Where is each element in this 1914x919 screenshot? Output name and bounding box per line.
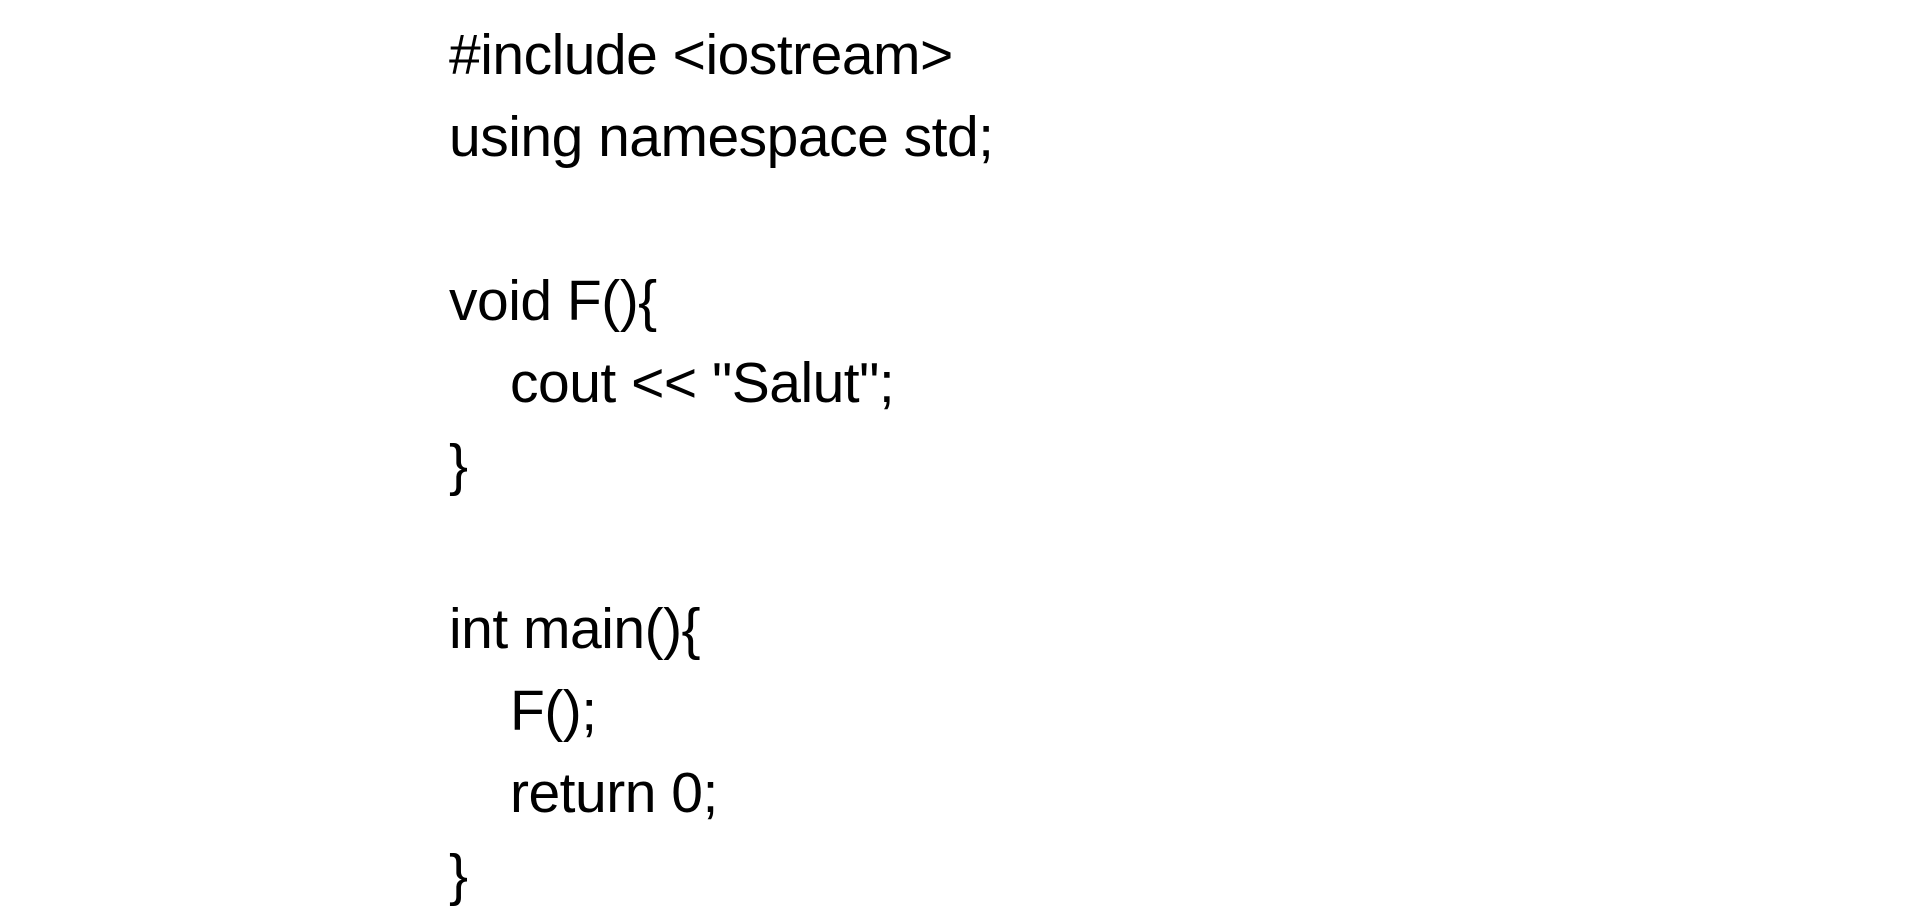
code-line-function-close: } — [449, 433, 468, 497]
code-listing: #include <iostream> using namespace std;… — [449, 14, 994, 916]
code-line-blank — [449, 178, 994, 260]
code-line-main-close: } — [449, 843, 468, 907]
code-line-function-body: cout << "Salut"; — [510, 351, 895, 415]
code-line-main-return: return 0; — [510, 761, 718, 825]
code-line-include: #include <iostream> — [449, 23, 953, 87]
code-line-blank — [449, 506, 994, 588]
code-line-using-namespace: using namespace std; — [449, 105, 994, 169]
code-line-main-signature: int main(){ — [449, 597, 701, 661]
code-line-main-call: F(); — [510, 679, 597, 743]
code-line-function-signature: void F(){ — [449, 269, 657, 333]
